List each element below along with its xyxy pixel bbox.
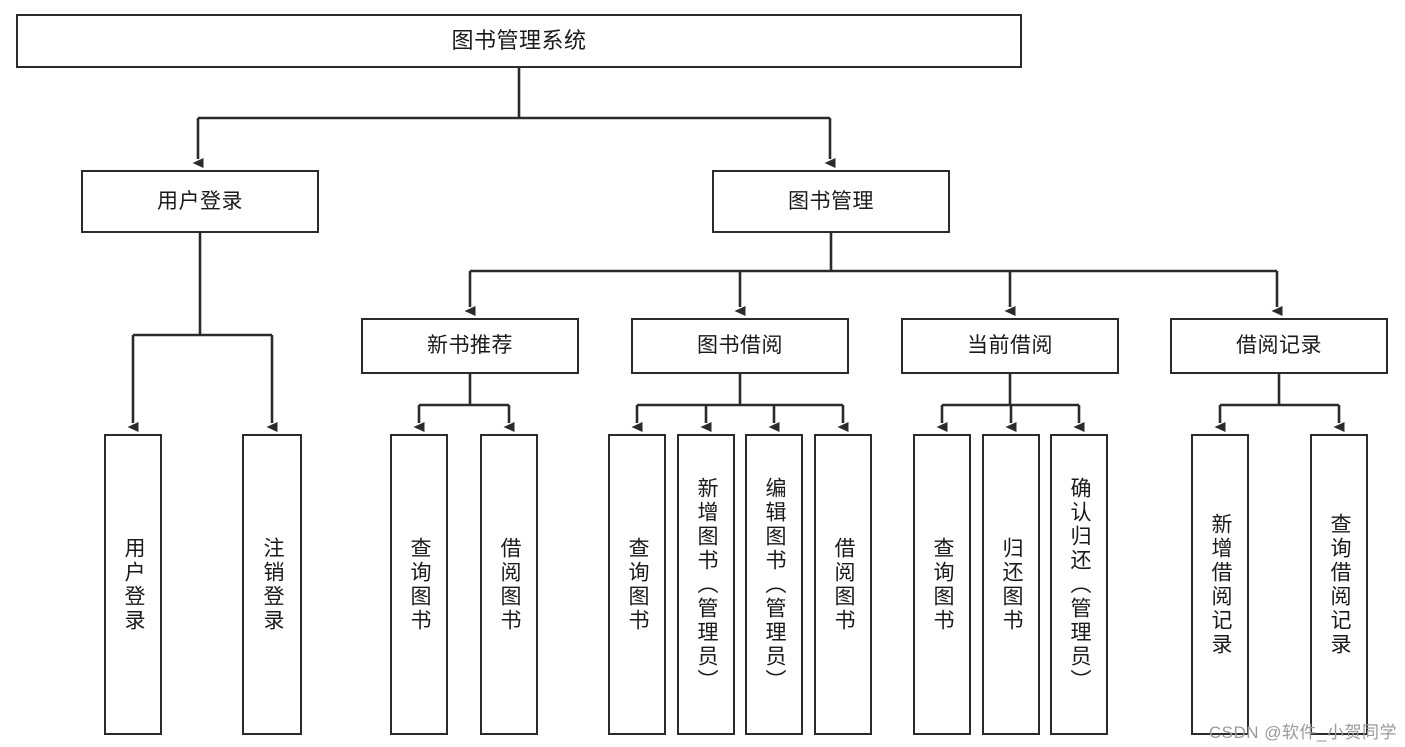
node-leaf-confirm-return-label: 确认归还（管理员）: [1068, 476, 1092, 693]
node-leaf-user-login-label: 用户登录: [122, 536, 146, 633]
node-leaf-query-record-label: 查询借阅记录: [1328, 512, 1352, 657]
node-current-borrow-label: 当前借阅: [967, 334, 1053, 358]
node-book-borrow-label: 图书借阅: [697, 334, 783, 358]
node-user-login[interactable]: 用户登录: [81, 170, 319, 233]
node-leaf-add-record[interactable]: 新增借阅记录: [1191, 434, 1249, 735]
node-leaf-borrow-book-2-label: 借阅图书: [832, 536, 856, 633]
node-leaf-borrow-book-1[interactable]: 借阅图书: [480, 434, 538, 735]
node-leaf-query-book-3[interactable]: 查询图书: [913, 434, 971, 735]
node-leaf-query-book-2[interactable]: 查询图书: [608, 434, 666, 735]
node-leaf-add-record-label: 新增借阅记录: [1209, 512, 1233, 657]
node-leaf-confirm-return[interactable]: 确认归还（管理员）: [1050, 434, 1108, 735]
node-leaf-borrow-book-1-label: 借阅图书: [498, 536, 522, 633]
node-leaf-user-logout-label: 注销登录: [261, 536, 285, 633]
node-new-book-rec-label: 新书推荐: [427, 334, 513, 358]
node-leaf-query-book-2-label: 查询图书: [626, 536, 650, 633]
node-leaf-user-login[interactable]: 用户登录: [104, 434, 162, 735]
node-leaf-add-book[interactable]: 新增图书（管理员）: [677, 434, 735, 735]
node-current-borrow[interactable]: 当前借阅: [901, 318, 1119, 374]
node-book-manage-label: 图书管理: [788, 189, 874, 213]
node-borrow-record-label: 借阅记录: [1236, 334, 1322, 358]
node-leaf-query-book-1[interactable]: 查询图书: [390, 434, 448, 735]
csdn-watermark: CSDN @软件_小贺同学: [1208, 723, 1397, 742]
node-book-manage[interactable]: 图书管理: [712, 170, 950, 233]
node-leaf-query-record[interactable]: 查询借阅记录: [1310, 434, 1368, 735]
node-root-label: 图书管理系统: [451, 27, 587, 53]
node-borrow-record[interactable]: 借阅记录: [1170, 318, 1388, 374]
node-leaf-return-book-label: 归还图书: [1000, 536, 1024, 633]
node-leaf-query-book-1-label: 查询图书: [408, 536, 432, 633]
node-new-book-rec[interactable]: 新书推荐: [361, 318, 579, 374]
node-leaf-user-logout[interactable]: 注销登录: [242, 434, 302, 735]
node-root[interactable]: 图书管理系统: [16, 14, 1022, 68]
node-leaf-edit-book[interactable]: 编辑图书（管理员）: [745, 434, 803, 735]
node-leaf-borrow-book-2[interactable]: 借阅图书: [814, 434, 872, 735]
node-user-login-label: 用户登录: [157, 189, 243, 213]
node-book-borrow[interactable]: 图书借阅: [631, 318, 849, 374]
node-leaf-return-book[interactable]: 归还图书: [982, 434, 1040, 735]
node-leaf-add-book-label: 新增图书（管理员）: [695, 476, 719, 693]
node-leaf-query-book-3-label: 查询图书: [931, 536, 955, 633]
node-leaf-edit-book-label: 编辑图书（管理员）: [763, 476, 787, 693]
